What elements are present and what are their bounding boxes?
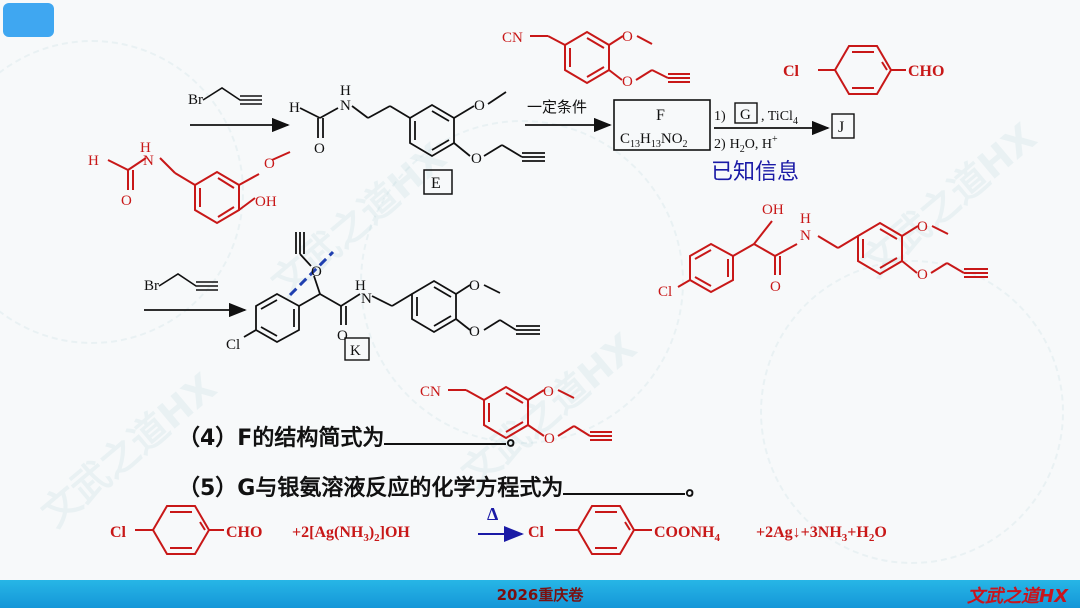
- compound-K-structure: [243, 232, 540, 344]
- G-box: [734, 102, 758, 124]
- compound-E-structure: [299, 91, 545, 162]
- E-O-propargyl: O: [471, 151, 482, 167]
- eq-Cl-right: Cl: [528, 524, 545, 541]
- E-label: E: [431, 175, 441, 192]
- J-label: J: [838, 119, 844, 136]
- K-NH-H: H: [355, 278, 366, 294]
- question-4-text: （4）F的结构简式为: [178, 426, 385, 451]
- E-label-box: [423, 169, 453, 195]
- condition-text: 一定条件: [527, 98, 587, 116]
- equation-reactant-ring: [135, 505, 224, 555]
- J-N: N: [800, 228, 811, 244]
- starting-material-NH-H: H: [140, 140, 151, 156]
- F-label: F: [656, 107, 665, 124]
- eq-reagent: +2[Ag(NH3)2]OH: [292, 524, 410, 544]
- J-NH-H: H: [800, 211, 811, 227]
- E-NH-H: H: [340, 83, 351, 99]
- F-answer-O-propargyl: O: [544, 431, 555, 447]
- E-O-methoxy: O: [474, 98, 485, 114]
- answer-blank-q4[interactable]: [384, 425, 507, 445]
- F-formula: C13H13NO2: [620, 131, 688, 150]
- known-info-label: 已知信息: [711, 160, 800, 185]
- answer-blank-q5[interactable]: [563, 475, 686, 495]
- starting-material-structure: [107, 157, 260, 225]
- corner-badge: [3, 3, 54, 37]
- J-O: O: [770, 279, 781, 295]
- question-5: （5）G与银氨溶液反应的化学方程式为。: [178, 475, 708, 501]
- G-answer-structure-top: [818, 45, 906, 95]
- F-box: [613, 99, 711, 151]
- question-5-text: （5）G与银氨溶液反应的化学方程式为: [178, 476, 564, 501]
- F-top-O-propargyl: O: [622, 74, 633, 90]
- J-OH: OH: [762, 202, 784, 218]
- G-top-Cl: Cl: [783, 63, 800, 80]
- K-N: N: [361, 291, 372, 307]
- K-Cl: Cl: [226, 337, 240, 353]
- footer-title: 2026重庆卷: [496, 586, 584, 604]
- J-Cl: Cl: [658, 284, 672, 300]
- eq-Cl-left: Cl: [110, 524, 127, 541]
- eq-products: +2Ag↓+3NH3+H2O: [756, 524, 887, 544]
- eq-CHO: CHO: [226, 524, 262, 541]
- equation-product-ring: [555, 505, 652, 555]
- starting-material-OH: OH: [255, 194, 277, 210]
- E-N: N: [340, 98, 351, 114]
- F-answer-structure-top: [530, 30, 690, 85]
- E-O: O: [314, 141, 325, 157]
- J-answer-structure: [677, 220, 988, 294]
- E-H: H: [289, 100, 300, 116]
- K-O: O: [337, 328, 348, 344]
- eq-delta: Δ: [487, 504, 498, 524]
- F-answer-structure: [448, 385, 612, 441]
- watermark-ring: [760, 260, 1064, 564]
- question-4: （4）F的结构简式为。: [178, 425, 529, 451]
- step-1-reagent: , TiCl4: [761, 109, 798, 127]
- starting-material-H: H: [88, 153, 99, 169]
- F-top-O-methoxy: O: [622, 29, 633, 45]
- F-answer-CN: CN: [420, 384, 441, 400]
- F-answer-O-methoxy: O: [543, 384, 554, 400]
- reagent-br-1: Br: [188, 92, 203, 108]
- footer-bar: 2026重庆卷 文武之道HX: [0, 580, 1080, 608]
- starting-material-O: O: [121, 193, 132, 209]
- K-O-methoxy: O: [469, 278, 480, 294]
- starting-material-N: N: [143, 153, 154, 169]
- starting-material-O-methoxy: O: [264, 156, 275, 172]
- K-O-ether: O: [311, 264, 322, 280]
- J-O-propargyl: O: [917, 267, 928, 283]
- watermark-ring: [360, 120, 684, 444]
- G-top-CHO: CHO: [908, 63, 944, 80]
- cleavage-dashed-line: [288, 250, 335, 297]
- J-O-methoxy: O: [917, 219, 928, 235]
- K-label: K: [350, 343, 361, 359]
- F-top-CN: CN: [502, 30, 523, 46]
- footer-logo: 文武之道HX: [967, 586, 1068, 607]
- G-label: G: [740, 107, 751, 123]
- K-label-box: [344, 337, 370, 361]
- eq-COONH4: COONH4: [654, 524, 720, 544]
- reagent-br-2: Br: [144, 278, 159, 294]
- J-box: [831, 113, 855, 139]
- step-1-num: 1): [714, 109, 726, 124]
- step-2-reagent: 2)H2O, H+: [714, 134, 778, 155]
- K-O-propargyl: O: [469, 324, 480, 340]
